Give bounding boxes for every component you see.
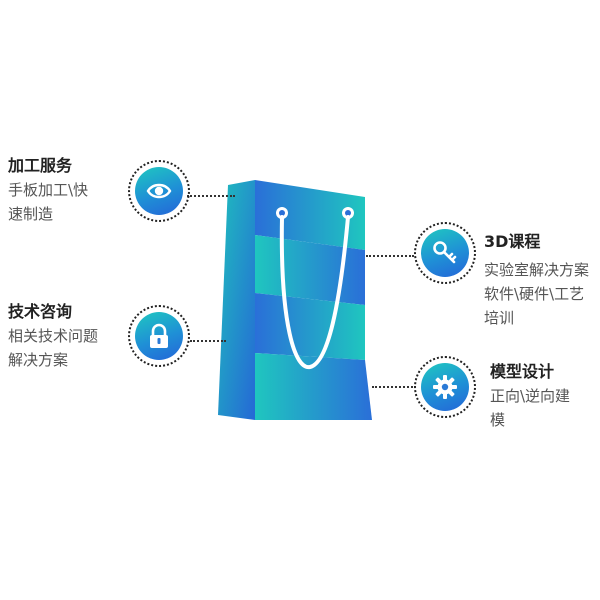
course-ring [414, 222, 476, 284]
modeling-description: 正向\逆向建 模 [490, 384, 598, 432]
course-title: 3D课程 [484, 232, 541, 251]
modeling-line-2: 模 [490, 411, 506, 429]
connector-modeling [372, 386, 416, 388]
consulting-ring [128, 305, 190, 367]
modeling-ring [414, 356, 476, 418]
gear-icon [433, 375, 457, 399]
eye-icon [146, 183, 172, 199]
connector-course [366, 255, 414, 257]
key-icon [433, 241, 457, 264]
lock-icon [150, 323, 168, 348]
course-description: 实验室解决方案 软件\硬件\工艺 培训 [484, 258, 599, 330]
consulting-line-1: 相关技术问题 [8, 327, 99, 345]
connector-processing [187, 195, 235, 197]
consulting-line-2: 解决方案 [8, 351, 69, 369]
shopping-bag-illustration [218, 180, 372, 420]
processing-line-1: 手板加工\快 [8, 181, 89, 199]
course-line-3: 培训 [484, 309, 515, 327]
connector-consulting [190, 340, 226, 342]
modeling-line-1: 正向\逆向建 [490, 387, 571, 405]
processing-line-2: 速制造 [8, 205, 54, 223]
modeling-title: 模型设计 [490, 362, 555, 381]
processing-ring [128, 160, 190, 222]
consulting-description: 相关技术问题 解决方案 [8, 324, 128, 372]
course-line-2: 软件\硬件\工艺 [484, 285, 585, 303]
course-line-1: 实验室解决方案 [484, 261, 590, 279]
processing-title: 加工服务 [8, 156, 73, 175]
consulting-title: 技术咨询 [8, 302, 73, 321]
processing-description: 手板加工\快 速制造 [8, 178, 128, 226]
